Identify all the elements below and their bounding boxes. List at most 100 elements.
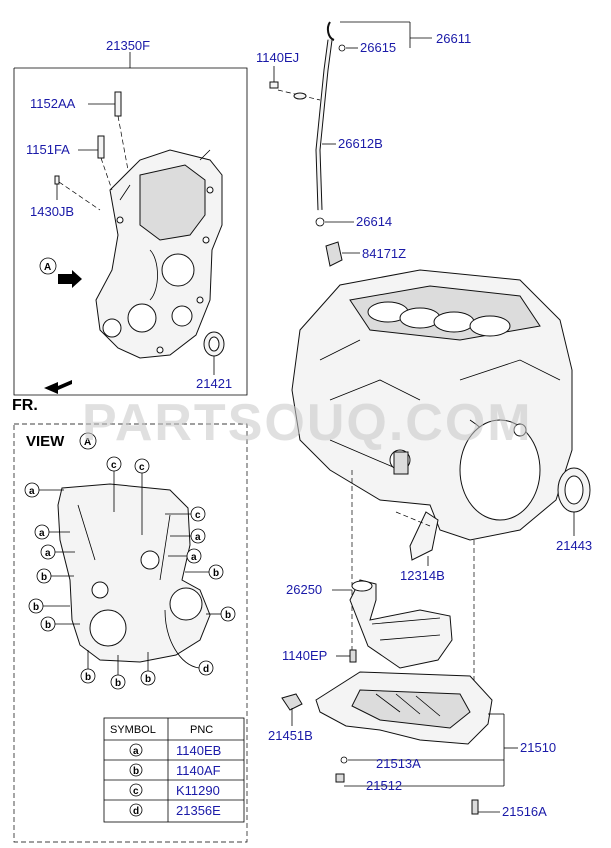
legend-symbol: d	[133, 806, 139, 817]
front-arrow-icon	[44, 380, 72, 394]
marker-a[interactable]: a	[40, 544, 56, 560]
svg-text:b: b	[33, 602, 39, 613]
legend-pnc[interactable]: K11290	[176, 783, 220, 798]
legend-pnc[interactable]: 1140EB	[176, 743, 221, 758]
stud-1152AA	[114, 91, 122, 117]
legend-symbol: a	[133, 746, 139, 757]
label-1151FA[interactable]: 1151FA	[26, 142, 70, 157]
dipstick-group: 26611 26615 1140EJ 26612B 26614	[256, 21, 471, 229]
label-21443[interactable]: 21443	[556, 538, 592, 553]
cover-front-view	[57, 483, 211, 663]
label-26611[interactable]: 26611	[436, 31, 471, 46]
marker-d[interactable]: d	[198, 660, 214, 676]
label-21350F[interactable]: 21350F	[106, 38, 150, 53]
baffle-12314B	[409, 511, 439, 561]
svg-text:b: b	[225, 610, 231, 621]
o-ring-26614	[315, 217, 325, 227]
label-21513A[interactable]: 21513A	[376, 756, 421, 771]
svg-text:b: b	[145, 674, 151, 685]
svg-text:a: a	[45, 548, 51, 559]
view-a-title: VIEW	[26, 433, 65, 450]
marker-b[interactable]: b	[80, 668, 96, 684]
view-a-frame	[13, 423, 248, 843]
svg-text:A: A	[84, 437, 91, 448]
marker-b[interactable]: b	[140, 670, 156, 686]
svg-text:A: A	[44, 262, 51, 273]
svg-text:a: a	[195, 532, 201, 543]
oil-pan-group: 21451B 21510 21513A 21512 21516A	[268, 671, 556, 819]
svg-text:c: c	[139, 462, 145, 473]
label-84171Z[interactable]: 84171Z	[362, 246, 406, 261]
svg-text:a: a	[191, 552, 197, 563]
legend-symbol: b	[133, 766, 139, 777]
marker-b[interactable]: b	[220, 606, 236, 622]
label-21510[interactable]: 21510	[520, 740, 556, 755]
timing-cover-illustration	[95, 149, 223, 359]
drain-plug-21512	[335, 773, 345, 783]
marker-a[interactable]: a	[190, 528, 206, 544]
bolt-21516A	[471, 799, 479, 815]
label-21516A[interactable]: 21516A	[502, 804, 547, 819]
oil-strainer-group: 26250 1140EP	[282, 579, 453, 669]
oil-strainer-26250	[349, 579, 453, 669]
label-21421[interactable]: 21421	[196, 376, 232, 391]
engine-block-group: 84171Z 21443 12314B	[291, 241, 592, 680]
label-26612B[interactable]: 26612B	[338, 136, 383, 151]
legend-symbol: c	[133, 786, 139, 797]
label-1430JB[interactable]: 1430JB	[30, 204, 74, 219]
svg-text:c: c	[111, 460, 117, 471]
legend-pnc[interactable]: 21356E	[176, 803, 221, 818]
view-direction-arrow-icon	[58, 270, 82, 288]
marker-c[interactable]: c	[106, 456, 122, 472]
svg-text:b: b	[85, 672, 91, 683]
svg-text:d: d	[203, 664, 209, 675]
svg-text:b: b	[213, 568, 219, 579]
marker-b[interactable]: b	[208, 564, 224, 580]
label-1140EP[interactable]: 1140EP	[282, 648, 327, 663]
legend-header-pnc: PNC	[190, 724, 213, 736]
label-21451B[interactable]: 21451B	[268, 728, 313, 743]
marker-c[interactable]: c	[134, 458, 150, 474]
view-a-circle-icon	[79, 432, 97, 450]
legend-pnc[interactable]: 1140AF	[176, 763, 221, 778]
view-a-group: VIEW A c c c a a a a a	[13, 423, 248, 843]
cap-84171Z	[325, 241, 343, 267]
svg-text:a: a	[39, 528, 45, 539]
dipstick-handle	[326, 21, 335, 41]
view-a-marker-icon	[39, 257, 57, 275]
bolt-1140EJ	[269, 81, 279, 89]
marker-a[interactable]: a	[24, 482, 40, 498]
stud-1151FA	[97, 135, 105, 159]
marker-b[interactable]: b	[40, 616, 56, 632]
label-12314B[interactable]: 12314B	[400, 568, 445, 583]
svg-text:b: b	[41, 572, 47, 583]
group-frame	[13, 67, 248, 396]
svg-text:b: b	[115, 678, 121, 689]
bracket-21451B	[281, 693, 303, 711]
bolt-1140EP	[349, 649, 357, 663]
pin-1430JB	[54, 175, 60, 185]
marker-b[interactable]: b	[110, 674, 126, 690]
symbol-legend-table: SYMBOL PNC a 1140EB b 1140AF c K11290 d …	[103, 717, 245, 823]
symbol-markers: c c c a a a a a b b b b b	[24, 456, 236, 690]
marker-a[interactable]: a	[186, 548, 202, 564]
marker-b[interactable]: b	[36, 568, 52, 584]
label-26250[interactable]: 26250	[286, 582, 322, 597]
label-26615[interactable]: 26615	[360, 40, 396, 55]
label-1140EJ[interactable]: 1140EJ	[256, 50, 299, 65]
label-26614[interactable]: 26614	[356, 214, 392, 229]
front-label: FR.	[12, 397, 38, 414]
marker-a[interactable]: a	[34, 524, 50, 540]
svg-text:b: b	[45, 620, 51, 631]
svg-text:a: a	[29, 486, 35, 497]
label-1152AA[interactable]: 1152AA	[30, 96, 76, 111]
label-21512[interactable]: 21512	[366, 778, 402, 793]
marker-b[interactable]: b	[28, 598, 44, 614]
gasket-21513A	[340, 756, 348, 764]
marker-c[interactable]: c	[190, 506, 206, 522]
svg-text:c: c	[195, 510, 201, 521]
watermark: PARTSOUQ.COM	[82, 394, 533, 452]
timing-cover-group: 21350F 1152AA 1151FA 1430JB	[13, 38, 248, 396]
legend-header-symbol: SYMBOL	[110, 724, 156, 736]
